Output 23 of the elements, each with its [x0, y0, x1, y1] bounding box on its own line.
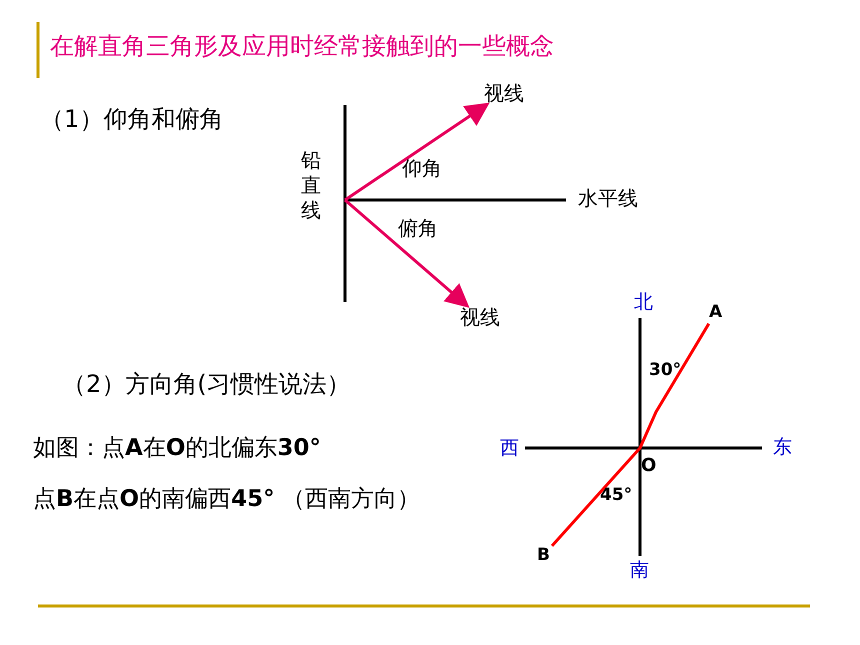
point-label: B — [537, 546, 550, 565]
direction-label: 北 — [634, 292, 653, 313]
angle-label: 仰角 — [402, 157, 442, 179]
direction-label: 东 — [773, 437, 792, 458]
angle-label: 俯角 — [398, 217, 438, 239]
description-text: 点B在点O的南偏西45° （西南方向） — [33, 487, 420, 512]
point-label: O — [641, 456, 656, 476]
line-label: 铅直线 — [301, 148, 322, 223]
arrow — [344, 198, 470, 308]
direction-label: 西 — [500, 438, 519, 459]
angle-label: 45° — [600, 486, 632, 505]
point-label: A — [709, 303, 722, 322]
sight-line-label: 视线 — [460, 306, 500, 328]
direction-label: 南 — [630, 560, 649, 581]
bearing-line — [550, 322, 710, 547]
sight-line-label: 视线 — [484, 82, 524, 104]
section-heading: （1）仰角和俯角 — [40, 106, 224, 132]
title: 在解直角三角形及应用时经常接触到的一些概念 — [50, 33, 554, 60]
line-label: 水平线 — [578, 187, 638, 209]
arrow — [344, 102, 490, 202]
section-heading: （2）方向角(习惯性说法） — [62, 371, 351, 398]
description-text: 如图：点A在O的北偏东30° — [33, 436, 321, 462]
angle-label: 30° — [649, 361, 682, 380]
